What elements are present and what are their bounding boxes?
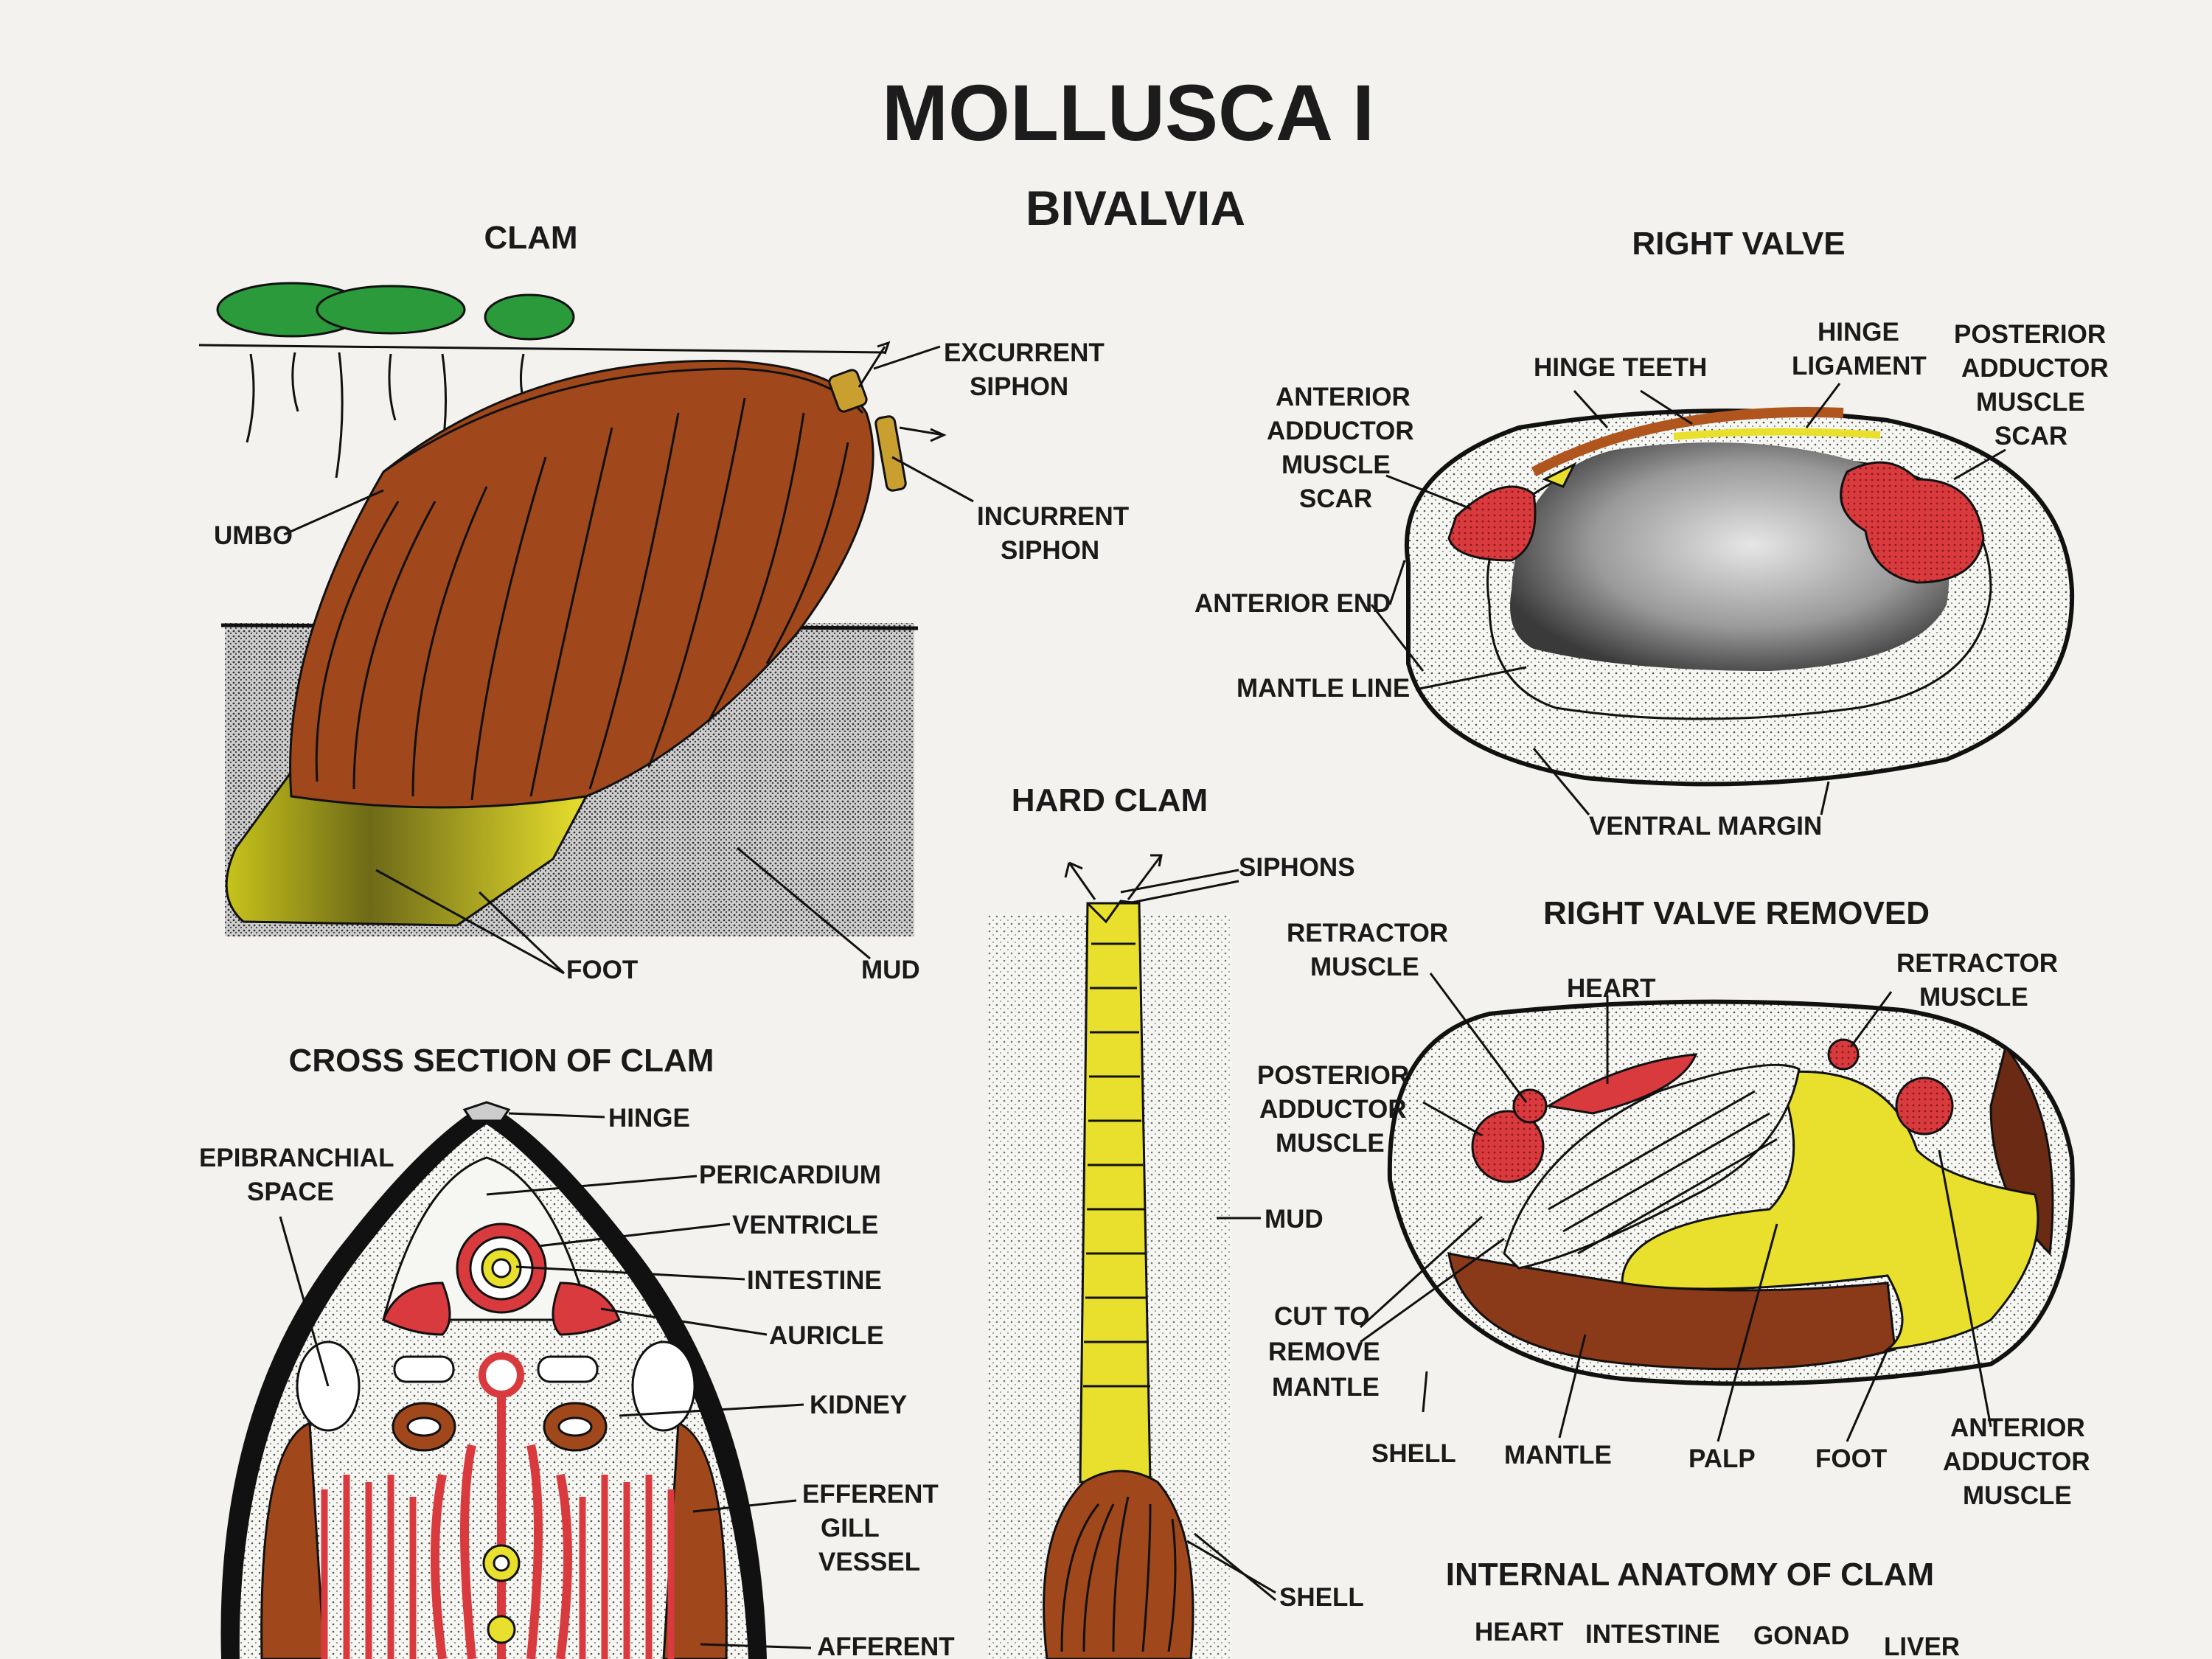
excurrent-siphon bbox=[828, 369, 868, 413]
label-mantle-line: MANTLE LINE bbox=[1237, 674, 1410, 703]
internal-anatomy-heading: INTERNAL ANATOMY OF CLAM bbox=[1446, 1557, 1934, 1593]
lily-pad bbox=[484, 293, 575, 341]
right-valve-removed-heading: RIGHT VALVE REMOVED bbox=[1543, 895, 1930, 931]
cs-hinge bbox=[462, 1101, 511, 1122]
lily-pad bbox=[316, 285, 466, 335]
label-ventral-margin: VENTRAL MARGIN bbox=[1589, 812, 1822, 841]
cs-auricle bbox=[382, 1281, 621, 1336]
label-palp: PALP bbox=[1688, 1444, 1756, 1473]
right-valve-removed-illustration bbox=[1359, 973, 2075, 1442]
rvr-foot bbox=[1621, 1070, 2039, 1352]
label-ia-intestine: INTESTINE bbox=[1585, 1620, 1720, 1649]
label-ia-liver: LIVER bbox=[1884, 1632, 1960, 1659]
label-mantle: MANTLE bbox=[1504, 1441, 1612, 1470]
label-anterior-end: ANTERIOR END bbox=[1194, 589, 1391, 618]
hard-clam-siphon bbox=[1079, 902, 1152, 1484]
clam-illustration bbox=[198, 282, 974, 975]
label-hinge: HINGE bbox=[608, 1104, 690, 1133]
clam-heading: CLAM bbox=[484, 220, 577, 256]
label-pericardium: PERICARDIUM bbox=[699, 1161, 881, 1189]
incurrent-siphon bbox=[874, 415, 907, 492]
label-heart: HEART bbox=[1567, 974, 1656, 1003]
label-hinge-teeth: HINGE TEETH bbox=[1534, 353, 1707, 382]
label-kidney: KIDNEY bbox=[810, 1391, 907, 1419]
label-intestine: INTESTINE bbox=[747, 1266, 882, 1295]
cross-section-illustration bbox=[220, 1101, 812, 1659]
valve-interior bbox=[1510, 442, 1950, 671]
right-valve-illustration bbox=[1370, 383, 2075, 815]
poster-subtitle: BIVALVIA bbox=[1026, 181, 1245, 235]
label-auricle: AURICLE bbox=[769, 1321, 884, 1350]
hard-clam-illustration bbox=[988, 854, 1276, 1659]
rvr-anterior-adductor bbox=[1895, 1077, 1954, 1135]
rvr-palp-gills bbox=[1503, 1063, 1801, 1270]
label-afferent: AFFERENT bbox=[817, 1632, 955, 1659]
label-rv-shell: SHELL bbox=[1371, 1439, 1456, 1468]
posterior-muscle-scar bbox=[1840, 461, 1985, 584]
label-mud: MUD bbox=[861, 956, 920, 984]
right-valve-heading: RIGHT VALVE bbox=[1632, 226, 1845, 262]
clam-shell bbox=[289, 359, 874, 809]
label-shell: SHELL bbox=[1279, 1583, 1364, 1612]
rvr-posterior-adductor bbox=[1471, 1110, 1545, 1183]
label-ventricle: VENTRICLE bbox=[732, 1211, 878, 1239]
anterior-muscle-scar bbox=[1447, 485, 1537, 562]
label-umbo: UMBO bbox=[214, 521, 293, 550]
label-ia-heart: HEART bbox=[1475, 1618, 1564, 1646]
label-ia-gonad: GONAD bbox=[1753, 1621, 1849, 1650]
label-hard-clam-mud: MUD bbox=[1265, 1205, 1324, 1234]
label-foot: FOOT bbox=[566, 956, 638, 984]
label-siphons: SIPHONS bbox=[1239, 853, 1355, 882]
rvr-heart bbox=[1545, 1053, 1698, 1115]
cross-section-heading: CROSS SECTION OF CLAM bbox=[289, 1043, 714, 1079]
poster-title: MOLLUSCA I bbox=[882, 68, 1374, 157]
label-rv-foot: FOOT bbox=[1815, 1444, 1887, 1473]
hard-clam-heading: HARD CLAM bbox=[1012, 782, 1208, 818]
